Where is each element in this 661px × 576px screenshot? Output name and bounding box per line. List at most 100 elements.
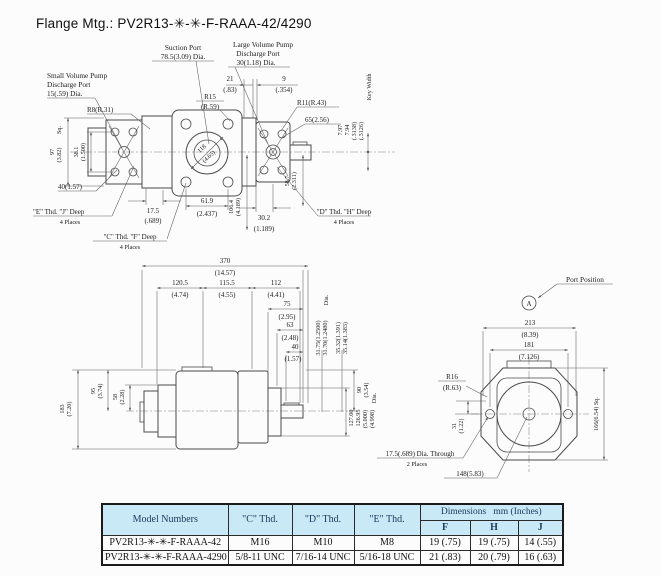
dim-text: 35.14(1.383) [342, 322, 349, 354]
rear-view-drawing: Port Position A 213 (8.39) 181 (7.126 [438, 275, 613, 479]
dim-text: 106.4 [228, 200, 235, 214]
dim-text: 40(1.57) [58, 183, 83, 191]
dim-40-callout: 40(1.57) [58, 169, 118, 192]
dim-text: 90 [356, 387, 363, 393]
through-hole-callout: 17.5(.689) Dia. Through 2 Places [377, 416, 489, 468]
dim-text: (1.22) [458, 419, 465, 434]
large-volume-discharge-label: Large Volume Pump Discharge Port 30(1.18… [228, 40, 293, 145]
f-value: 21 (.83) [419, 549, 471, 566]
dim-text: (4.998) [369, 410, 376, 428]
thread-label: 4 Places [120, 244, 141, 251]
label-text: Suction Port [165, 43, 201, 52]
dim-text: Key Width [366, 73, 373, 101]
label-text: Port Position [566, 275, 604, 284]
dim-106-4: 106.4 (4.189) [228, 155, 249, 230]
dim-166-square: 166(6.54) Sq. [556, 367, 608, 461]
dim-31: 31 (1.22) [451, 400, 486, 434]
dim-text: (4.55) [219, 291, 237, 299]
dim-text: R15 [204, 93, 216, 101]
col-header-d-thd: "D" Thd. [291, 503, 355, 536]
f-value: 19 (.75) [419, 534, 471, 551]
thread-d-callout: "D" Thd. "H" Deep 4 Places [276, 166, 372, 226]
c-thd-value: M16 [227, 534, 293, 551]
label-text: Large Volume Pump [233, 40, 293, 49]
dim-148-callout: 148(5.83) [444, 416, 528, 479]
model-number: PV2R13-✳-✳-F-RAAA-4290 [101, 549, 229, 566]
j-value: 16 (.63) [517, 549, 564, 566]
dim-text: 31 [451, 423, 458, 429]
dim-text: Dia. [323, 294, 330, 305]
thread-label: 4 Places [334, 219, 355, 226]
suction-port-label: Suction Port 78.5(3.09) Dia. [152, 43, 214, 145]
dim-370: 370 (14.57) [141, 257, 309, 403]
dim-text: (1.57) [285, 355, 303, 363]
dim-213: 213 (8.39) [482, 319, 577, 396]
dim-text: (.3138) [351, 122, 358, 140]
dim-text: (7.126) [519, 353, 540, 361]
dim-75-63-40: 75 (2.95) 63 (2.48) 40 (1.57) [267, 270, 304, 403]
e-thd-value: M8 [353, 534, 421, 551]
port-position-mark: A [526, 300, 531, 308]
side-view-drawing: 370 (14.57) 120.5 (4.74) 115.5 (4.55) 11… [59, 257, 489, 468]
thread-label: "C" Thd. "F" Deep [104, 233, 157, 241]
h-value: 20 (.79) [469, 549, 519, 566]
dim-text: R11(R.43) [297, 99, 327, 107]
col-header-h: H [469, 519, 519, 536]
d-thd-value: 7/16-14 UNC [291, 549, 355, 566]
top-view-drawing: Suction Port 78.5(3.09) Dia. Large Volum… [33, 40, 395, 251]
table-row: PV2R13-✳-✳-F-RAAA-4290 5/8-11 UNC 7/16-1… [101, 549, 564, 566]
dim-61-9: 61.9 (2.437) [185, 189, 229, 218]
dim-text: 166(6.54) Sq. [593, 397, 600, 431]
thread-c-callout: "C" Thd. "F" Deep 4 Places [93, 182, 187, 251]
dim-text: 58.7 [284, 176, 291, 187]
dim-text: R8(R.31) [87, 106, 114, 114]
dim-text: 30.2 [258, 214, 271, 222]
dim-text: 95 [90, 388, 97, 394]
dim-text: (4.74) [172, 291, 190, 299]
dim-text: 63 [287, 321, 295, 329]
c-thd-value: 5/8-11 UNC [227, 549, 293, 566]
model-number: PV2R13-✳-✳-F-RAAA-42 [101, 534, 229, 551]
dim-text: 118 [196, 143, 207, 154]
dim-text: (2.311) [291, 172, 298, 190]
dim-97-square: 97 (3.82) Sq. [49, 117, 104, 187]
dim-text: 120.5 [172, 279, 188, 287]
dim-text: (.3126) [358, 122, 365, 140]
dim-text: (3.74) [97, 384, 104, 399]
dim-text: 97 [49, 149, 56, 155]
dim-21-9: 21 (.83) 9 (.354) [223, 75, 298, 120]
dim-text: (.689) [145, 217, 163, 225]
col-header-f: F [419, 519, 471, 536]
dim-text: 75 [284, 300, 292, 308]
key-width-dim: 7.97 7.94 (.3138) (.3126) Key Width [337, 73, 373, 171]
dim-text: 21 [227, 75, 235, 83]
dim-text: Dia. [371, 392, 378, 403]
dim-text: 2 Places [407, 461, 428, 468]
dim-text: 148(5.83) [456, 470, 484, 478]
thread-e-callout: "E" Thd. "J" Deep 4 Places [33, 165, 135, 226]
dim-text: 17.5 [147, 207, 160, 215]
dim-181: 181 (7.126) [489, 341, 569, 407]
thread-label: 4 Places [60, 219, 81, 226]
dim-chain: 120.5 (4.74) 115.5 (4.55) 112 (4.41) [156, 279, 301, 403]
dim-text: 112 [271, 279, 282, 287]
dim-text: 31.70(1.2480) [322, 320, 329, 355]
dim-text: 7.97 [337, 125, 344, 136]
small-volume-discharge-label: Small Volume Pump Discharge Port 15(.59)… [47, 71, 123, 149]
thread-label: "D" Thd. "H" Deep [317, 208, 372, 216]
dim-text: 40 [292, 343, 300, 351]
r15-callout: R15 (R.59) [196, 93, 231, 122]
dim-text: 58 [112, 394, 119, 400]
col-header-dimensions: Dimensions mm (Inches) [419, 503, 564, 521]
model-spec-table: Model Numbers "C" Thd. "D" Thd. "E" Thd.… [101, 503, 565, 566]
r16-callout: R16 (R.63) [438, 373, 488, 398]
dim-text: (14.57) [215, 269, 236, 277]
dim-text: (2.437) [197, 210, 218, 218]
page-title: Flange Mtg.: PV2R13-✳-✳-F-RAAA-42/4290 [36, 16, 312, 31]
dim-heights: 183 (7.20) 95 (3.74) 58 (2.28) [59, 369, 176, 450]
col-header-model: Model Numbers [101, 503, 229, 536]
thread-label: "E" Thd. "J" Deep [33, 208, 85, 216]
dim-17-5: 17.5 (.689) [128, 188, 181, 225]
dim-text: 17.5(.689) Dia. Through [386, 450, 455, 458]
label-text: 15(.59) Dia. [47, 89, 83, 98]
